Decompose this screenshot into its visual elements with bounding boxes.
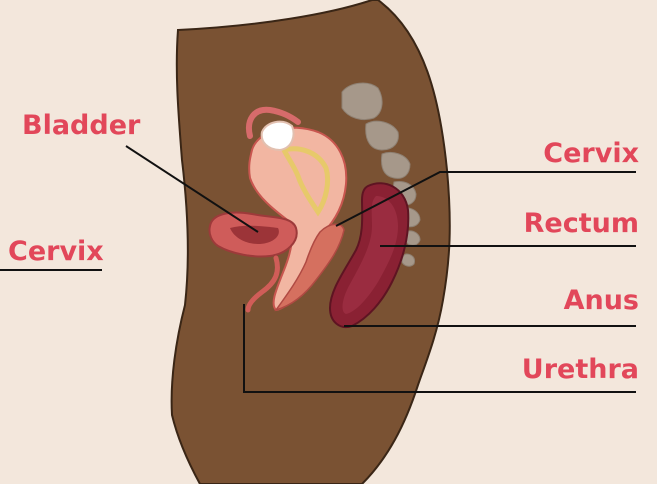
ovary xyxy=(262,122,294,150)
label-cervix-left: Cervix xyxy=(8,238,104,265)
label-rectum: Rectum xyxy=(524,210,639,237)
label-anus: Anus xyxy=(564,287,639,314)
label-urethra: Urethra xyxy=(522,356,639,383)
label-bladder: Bladder xyxy=(22,112,140,139)
vertebra-7 xyxy=(402,254,415,266)
vertebra-1 xyxy=(342,83,382,119)
label-cervix-right: Cervix xyxy=(543,140,639,167)
